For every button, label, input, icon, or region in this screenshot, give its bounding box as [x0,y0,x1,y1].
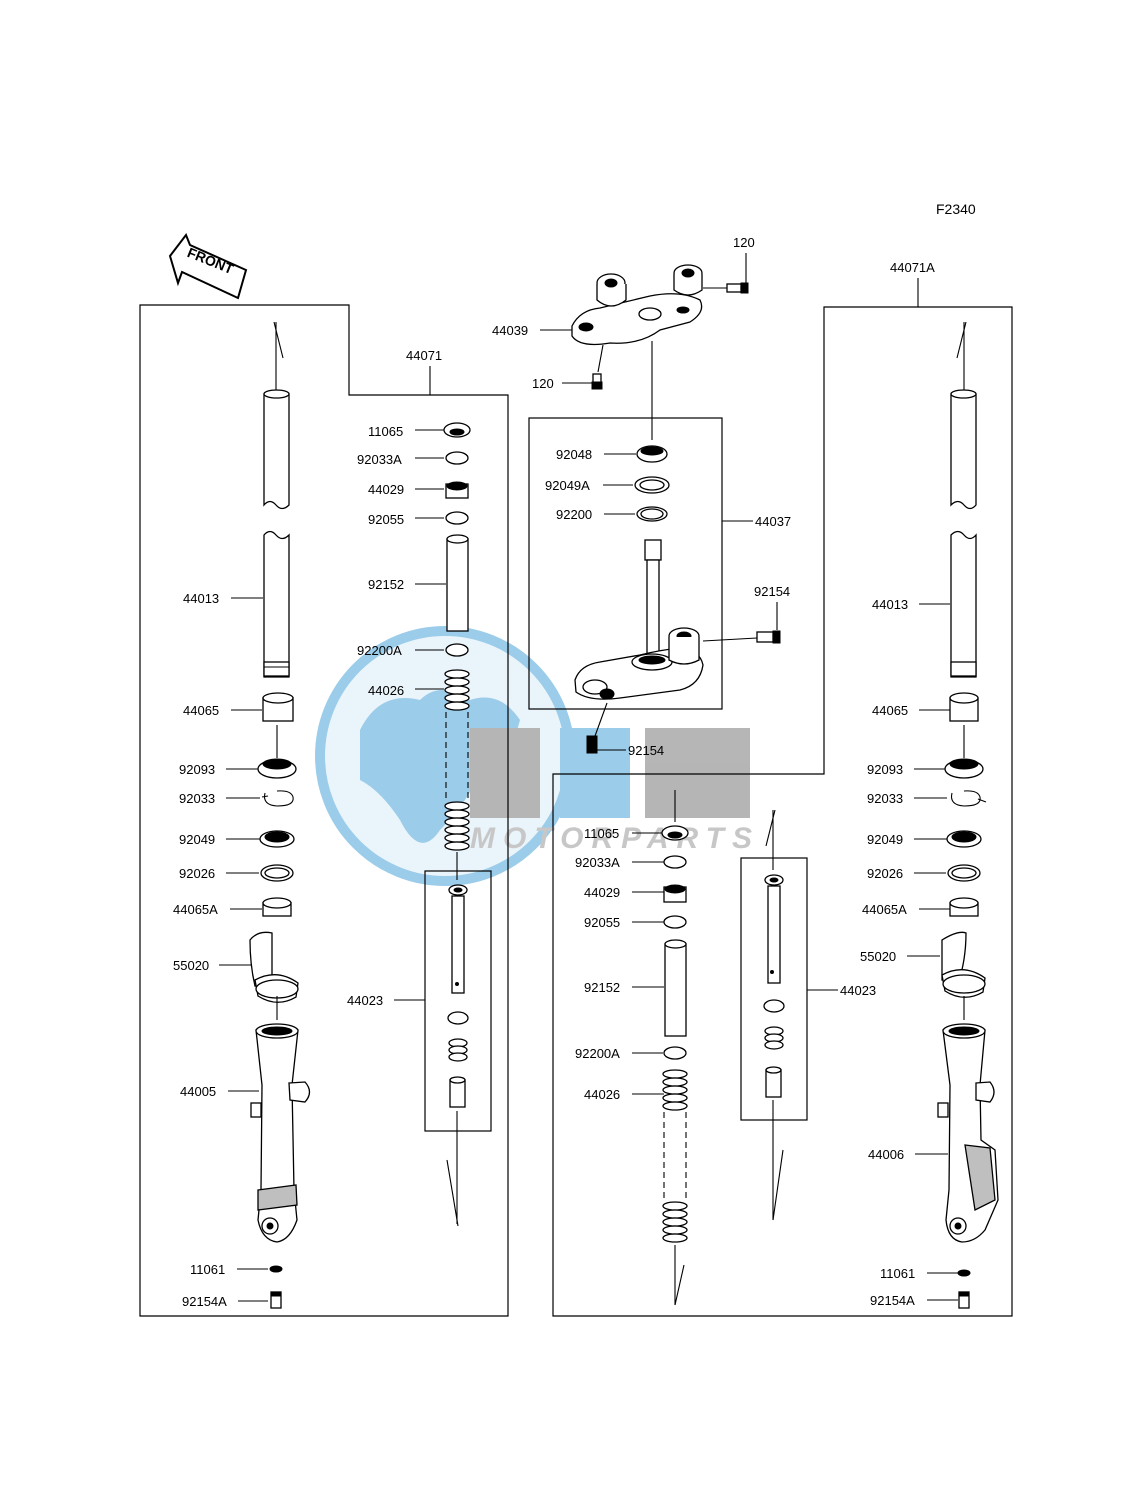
inner-tube-44013-lower [263,530,290,678]
label-m-92200A: 92200A [575,1046,620,1061]
label-92154A: 92154A [182,1294,227,1309]
label-m-92055: 92055 [584,915,620,930]
label-92152: 92152 [368,577,404,592]
cartridge-rod-44023 [451,895,465,994]
right-fork-parts [937,321,999,1309]
label-m-92033A: 92033A [575,855,620,870]
label-44071: 44071 [406,348,442,363]
inner-tube-44013-upper [263,393,290,510]
label-92200A: 92200A [357,643,402,658]
circlip-92033 [261,790,294,807]
front-arrow-icon: FRONT [168,232,248,300]
label-m-44026: 44026 [584,1087,620,1102]
label-44005: 44005 [180,1084,216,1099]
label-44065A: 44065A [173,902,218,917]
label-r-92033: 92033 [867,791,903,806]
label-55020: 55020 [173,958,209,973]
label-r-92093: 92093 [867,762,903,777]
label-r-11061: 11061 [880,1266,915,1281]
label-92033A: 92033A [357,452,402,467]
r-outer-tube-44006 [942,1029,999,1243]
label-92048: 92048 [556,447,592,462]
middle-labels: 11065 92033A 44029 92055 92152 92200A 44… [575,826,876,1102]
label-11065: 11065 [368,424,403,439]
label-r-92049: 92049 [867,832,903,847]
spacer-m-92152 [664,943,687,1037]
bolt-92154-right [756,630,781,644]
label-92200: 92200 [556,507,592,522]
label-r-92026: 92026 [867,866,903,881]
steering-stem-box [528,417,723,710]
label-92154-right: 92154 [754,584,790,599]
right-cartridge-44023 [763,809,785,1221]
outer-tube-44005 [255,1029,299,1243]
r-inner-tube-lower [950,530,977,678]
label-92093: 92093 [179,762,215,777]
right-cartridge-column [661,790,689,1306]
label-44023: 44023 [347,993,383,1008]
label-r-44013: 44013 [872,597,908,612]
label-r-44065A: 44065A [862,902,907,917]
label-44029: 44029 [368,482,404,497]
label-92055: 92055 [368,512,404,527]
upper-triple-clamp-44039 [571,264,703,346]
label-120-top: 120 [733,235,755,250]
bolt-120-top [726,282,749,294]
watermark-subtext: MOTORPARTS [470,822,760,855]
right-cartridge-box [740,857,808,1121]
bolt-92154-bottom [586,735,598,754]
label-92033: 92033 [179,791,215,806]
center-labels: 120 44039 120 92048 92049A 92200 44037 9… [492,235,791,758]
label-r-92154A: 92154A [870,1293,915,1308]
label-44065: 44065 [183,703,219,718]
left-fork-box [139,304,509,1317]
label-m-44029: 44029 [584,885,620,900]
label-m-11065: 11065 [584,826,619,841]
bolt-120-bottom [591,373,603,390]
spacer-92152 [446,538,469,632]
label-44039: 44039 [492,323,528,338]
label-r-44006: 44006 [868,1147,904,1162]
label-m-92152: 92152 [584,980,620,995]
right-fork-box [552,306,1013,1317]
label-r-55020: 55020 [860,949,896,964]
label-r-44065: 44065 [872,703,908,718]
label-44013: 44013 [183,591,219,606]
right-labels: 44071A 44013 44065 92093 92033 92049 920… [860,260,958,1308]
label-92049A: 92049A [545,478,590,493]
left-cartridge-parts [443,422,471,1227]
figure-code: F2340 [936,201,976,217]
left-fork-parts [249,321,311,1309]
left-labels: 44071 11065 92033A 44029 92055 92152 922… [173,348,446,1309]
left-cartridge-box [424,870,492,1132]
label-44071A: 44071A [890,260,935,275]
label-11061: 11061 [190,1262,225,1277]
label-92154-bottom: 92154 [628,743,664,758]
label-92049: 92049 [179,832,215,847]
label-120-bottom: 120 [532,376,554,391]
label-44026: 44026 [368,683,404,698]
spring-m-44026 [662,1069,688,1243]
label-m-44023: 44023 [840,983,876,998]
spring-44026 [444,669,470,851]
steering-stem-44037 [574,539,704,700]
washer-11061 [269,1265,283,1273]
r-inner-tube-upper [950,393,977,510]
label-92026: 92026 [179,866,215,881]
label-44037: 44037 [755,514,791,529]
